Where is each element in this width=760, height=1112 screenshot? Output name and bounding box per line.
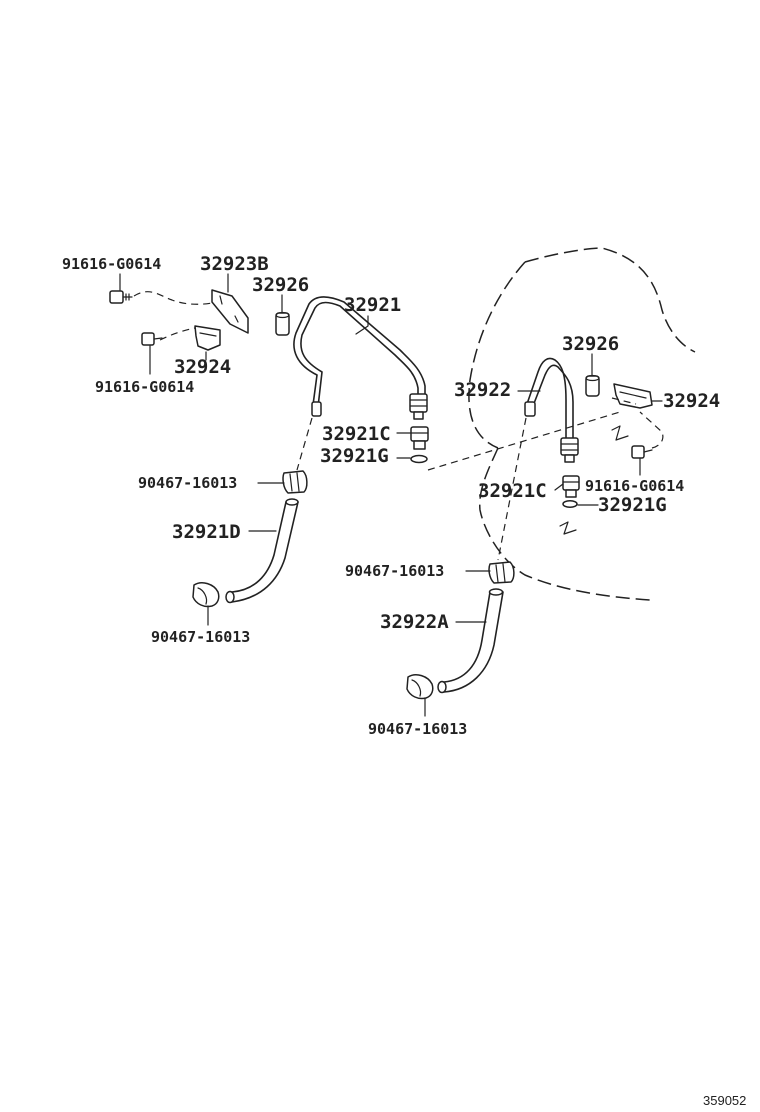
gasket-right (562, 500, 578, 508)
dashline-clamp-right (611, 397, 637, 405)
union-left (410, 426, 429, 450)
leader-lines (119, 273, 663, 717)
hose-clamp-upper-right (488, 561, 515, 584)
label-hose-clamp-upper-left: 90467-16013 (138, 474, 237, 492)
hose-clamp-upper-left (282, 470, 308, 494)
label-hose-clamp-lower-left: 90467-16013 (151, 628, 250, 646)
label-union-right: 32921C (478, 480, 547, 502)
label-grommet-left: 32926 (252, 274, 309, 296)
dashline-tube-to-hose-right (497, 417, 527, 561)
label-clamp-right: 32924 (663, 390, 720, 412)
label-hose-clamp-upper-right: 90467-16013 (345, 562, 444, 580)
bolt-right (631, 445, 653, 459)
clamp-left (194, 325, 221, 351)
dashline-bolt-right (639, 411, 664, 449)
tube-left-union-end (409, 393, 428, 420)
label-tube-left: 32921 (344, 294, 401, 316)
label-bolt-top-left: 91616-G0614 (62, 255, 161, 273)
label-hose-right: 32922A (380, 611, 449, 633)
transmission-housing-outline (468, 247, 696, 601)
tube-right (526, 357, 574, 441)
hose-right (437, 588, 504, 694)
label-hose-left: 32921D (172, 521, 241, 543)
label-union-left: 32921C (322, 423, 391, 445)
grommet-right (585, 374, 600, 397)
bracket-left (211, 289, 249, 334)
label-gasket-left: 32921G (320, 445, 389, 467)
label-gasket-right: 32921G (598, 494, 667, 516)
clip-right-lower (559, 521, 577, 535)
bolt-top-left (109, 290, 133, 304)
tube-right-union-end (560, 437, 579, 463)
dashline-bolt-to-clamp (159, 327, 196, 341)
figure-number: 359052 (703, 1093, 746, 1108)
union-right (562, 475, 580, 498)
dashline-bolt-to-bracket (133, 291, 213, 305)
grommet-left (275, 311, 290, 336)
hose-clamp-lower-right (406, 674, 434, 700)
hose-left (225, 498, 299, 604)
label-bracket-left: 32923B (200, 253, 269, 275)
label-tube-right: 32922 (454, 379, 511, 401)
clamp-right (613, 383, 653, 409)
dashline-tube-to-hose-left (296, 417, 313, 471)
label-bolt-right: 91616-G0614 (585, 477, 684, 495)
hose-clamp-lower-left (192, 582, 220, 608)
label-bolt-bottom-left: 91616-G0614 (95, 378, 194, 396)
tube-right-flare-end (524, 401, 536, 417)
tube-left-flare-end (311, 401, 322, 417)
label-hose-clamp-lower-right: 90467-16013 (368, 720, 467, 738)
clip-right-upper (611, 425, 629, 441)
bolt-bottom-left (141, 332, 163, 346)
label-grommet-right: 32926 (562, 333, 619, 355)
dashline-cross-link (427, 411, 621, 471)
label-clamp-left: 32924 (174, 356, 231, 378)
gasket-left (410, 454, 428, 464)
tube-left (293, 296, 426, 408)
